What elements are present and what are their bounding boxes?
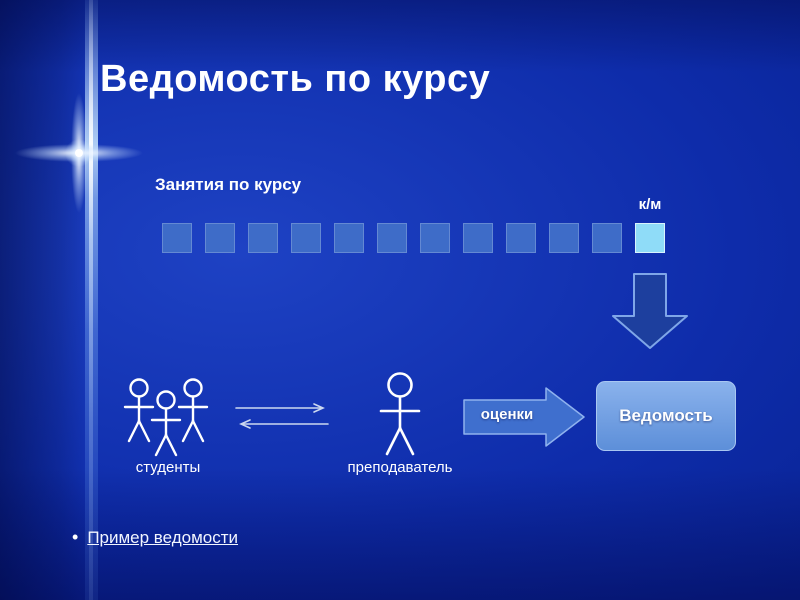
footer-bullet-line: • Пример ведомости	[72, 527, 238, 548]
students-icon	[123, 378, 209, 457]
vertical-beam-core	[89, 0, 93, 600]
teacher-icon	[379, 372, 421, 456]
lesson-square	[248, 223, 278, 253]
students-label: студенты	[135, 459, 201, 476]
lesson-square	[506, 223, 536, 253]
down-arrow-icon	[612, 273, 688, 349]
lesson-square	[463, 223, 493, 253]
vedomost-label: Ведомость	[619, 406, 713, 425]
vedomost-box: Ведомость	[596, 381, 736, 451]
lesson-square	[549, 223, 579, 253]
lesson-square	[205, 223, 235, 253]
lesson-square	[592, 223, 622, 253]
lesson-square	[420, 223, 450, 253]
example-link[interactable]: Пример ведомости	[87, 528, 239, 547]
lessons-label: Занятия по курсу	[155, 175, 302, 194]
grades-label: оценки	[480, 406, 534, 423]
slide-title: Ведомость по курсу	[100, 58, 491, 100]
teacher-label: преподаватель	[347, 459, 453, 476]
bullet-dot: •	[72, 527, 79, 547]
flare-icon	[15, 93, 143, 213]
lesson-square	[334, 223, 364, 253]
lesson-square	[291, 223, 321, 253]
lesson-square	[162, 223, 192, 253]
grades-arrow-icon	[463, 387, 585, 447]
lesson-square	[377, 223, 407, 253]
exchange-arrows-icon	[235, 403, 329, 429]
km-square	[635, 223, 665, 253]
km-label: к/м	[638, 196, 662, 213]
lessons-row	[162, 223, 665, 253]
left-panel	[0, 0, 86, 600]
